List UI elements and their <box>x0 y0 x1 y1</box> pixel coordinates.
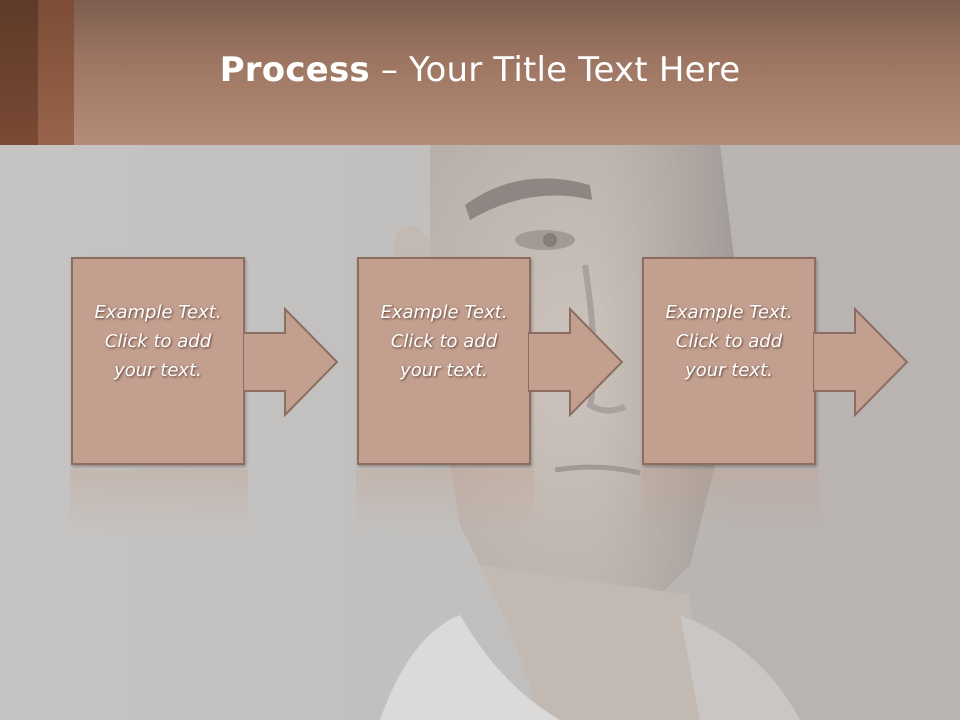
process-step-2[interactable]: Example Text. Click to add your text. <box>357 257 531 465</box>
step-3-text: Example Text. Click to add your text. <box>665 301 793 381</box>
process-step-1[interactable]: Example Text. Click to add your text. <box>71 257 245 465</box>
step-2-reflection <box>356 470 534 532</box>
header-accent-stripe <box>0 0 38 145</box>
slide-title-rest: – Your Title Text Here <box>369 50 741 90</box>
step-3-reflection <box>641 470 819 532</box>
arrow-right-icon <box>243 307 339 417</box>
step-1-text: Example Text. Click to add your text. <box>94 301 222 381</box>
step-2-text: Example Text. Click to add your text. <box>380 301 508 381</box>
title-bar: Process – Your Title Text Here <box>0 0 960 145</box>
slide-title[interactable]: Process – Your Title Text Here <box>0 50 960 90</box>
step-1-reflection <box>70 470 248 532</box>
arrow-right-icon <box>813 307 909 417</box>
slide-title-bold: Process <box>219 50 370 90</box>
header-accent-stripe-secondary <box>38 0 74 145</box>
arrow-right-icon <box>528 307 624 417</box>
process-step-3[interactable]: Example Text. Click to add your text. <box>642 257 816 465</box>
